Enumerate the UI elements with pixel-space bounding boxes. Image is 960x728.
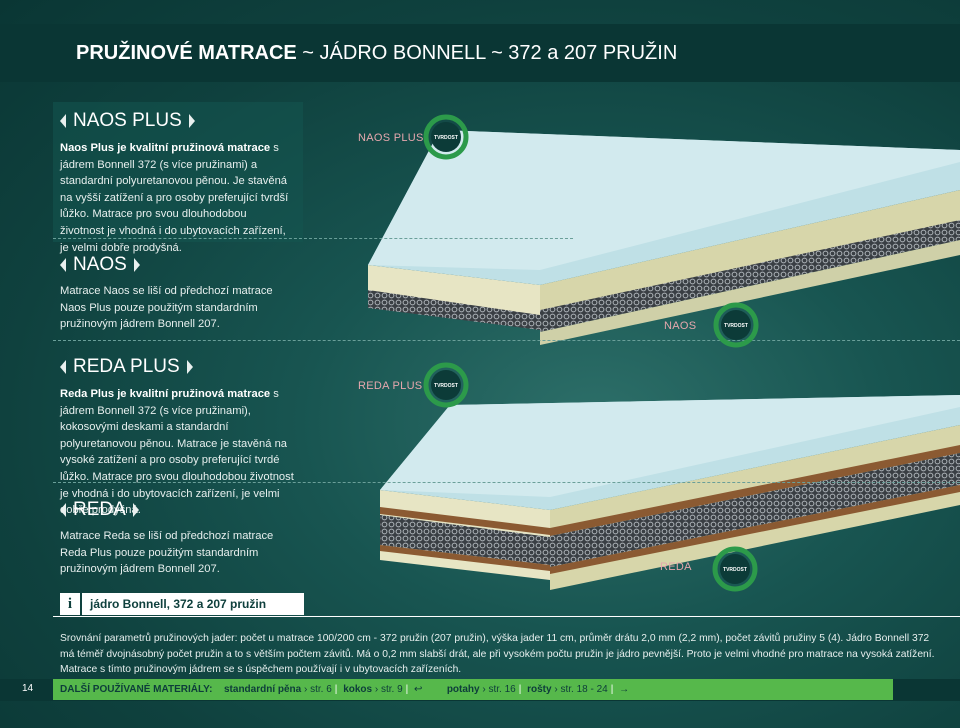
svg-text:TVRDOST: TVRDOST <box>724 323 748 329</box>
product-label-naos-plus: NAOS PLUS <box>358 132 424 144</box>
info-icon: i <box>60 593 80 615</box>
svg-text:TVRDOST: TVRDOST <box>434 135 458 141</box>
footer-link-potahy[interactable]: potahy <box>446 684 480 695</box>
right-arrow-icon <box>186 360 193 374</box>
right-arrow-icon <box>188 114 195 128</box>
right-arrow-icon: → <box>619 684 630 695</box>
footer-materials: DALŠÍ POUŽÍVANÉ MATERIÁLY: standardní pě… <box>60 684 630 695</box>
section-title-reda-plus: REDA PLUS <box>60 356 193 378</box>
product-label-naos: NAOS <box>664 320 697 332</box>
firmness-badge-icon: TVRDOST <box>712 546 758 592</box>
mattress-image-reda-plus <box>380 395 960 590</box>
product-label-reda: REDA <box>660 561 692 573</box>
header-band <box>0 24 960 82</box>
left-arrow-icon <box>60 503 66 517</box>
section-title-reda: REDA <box>60 499 139 521</box>
page-number: 14 <box>22 683 34 694</box>
section-text-naos-plus: Naos Plus je kvalitní pružinová matrace … <box>60 142 289 254</box>
firmness-badge-icon: TVRDOST <box>423 114 469 160</box>
svg-text:TVRDOST: TVRDOST <box>434 383 458 389</box>
left-arrow-icon <box>60 360 66 374</box>
product-label-reda-plus: REDA PLUS <box>358 380 423 392</box>
footer-link-standardni-pena[interactable]: standardní pěna <box>223 684 302 695</box>
page-title: PRUŽINOVÉ MATRACE ~ JÁDRO BONNELL ~ 372 … <box>76 42 678 64</box>
footer-label: DALŠÍ POUŽÍVANÉ MATERIÁLY: <box>60 684 213 695</box>
footer-materials-bar <box>53 679 893 700</box>
section-divider <box>53 482 960 483</box>
mattress-image-naos-plus <box>368 130 960 345</box>
firmness-badge-icon: TVRDOST <box>713 302 759 348</box>
info-title: jádro Bonnell, 372 a 207 pružin <box>90 597 267 611</box>
return-arrow-icon: ↩ <box>414 684 423 695</box>
section-divider <box>53 238 573 239</box>
footer-link-kokos[interactable]: kokos <box>343 684 373 695</box>
section-text-reda-plus: Reda Plus je kvalitní pružinová matrace … <box>60 388 294 517</box>
section-text-naos: Matrace Naos se liší od předchozí matrac… <box>60 285 273 331</box>
left-arrow-icon <box>60 258 66 272</box>
info-text: Srovnání parametrů pružinových jader: po… <box>60 633 935 676</box>
right-arrow-icon <box>132 503 139 517</box>
info-title-bar <box>82 593 304 615</box>
svg-text:TVRDOST: TVRDOST <box>723 567 747 573</box>
firmness-badge-icon: TVRDOST <box>423 362 469 408</box>
section-title-naos: NAOS <box>60 254 140 276</box>
section-text-reda: Matrace Reda se liší od předchozí matrac… <box>60 530 274 576</box>
footer-link-rosty[interactable]: rošty <box>527 684 552 695</box>
section-title-naos-plus: NAOS PLUS <box>60 110 195 132</box>
section-divider <box>53 340 960 341</box>
info-divider <box>53 616 960 617</box>
right-arrow-icon <box>133 258 140 272</box>
naos-plus-panel <box>53 102 303 242</box>
left-arrow-icon <box>60 114 66 128</box>
